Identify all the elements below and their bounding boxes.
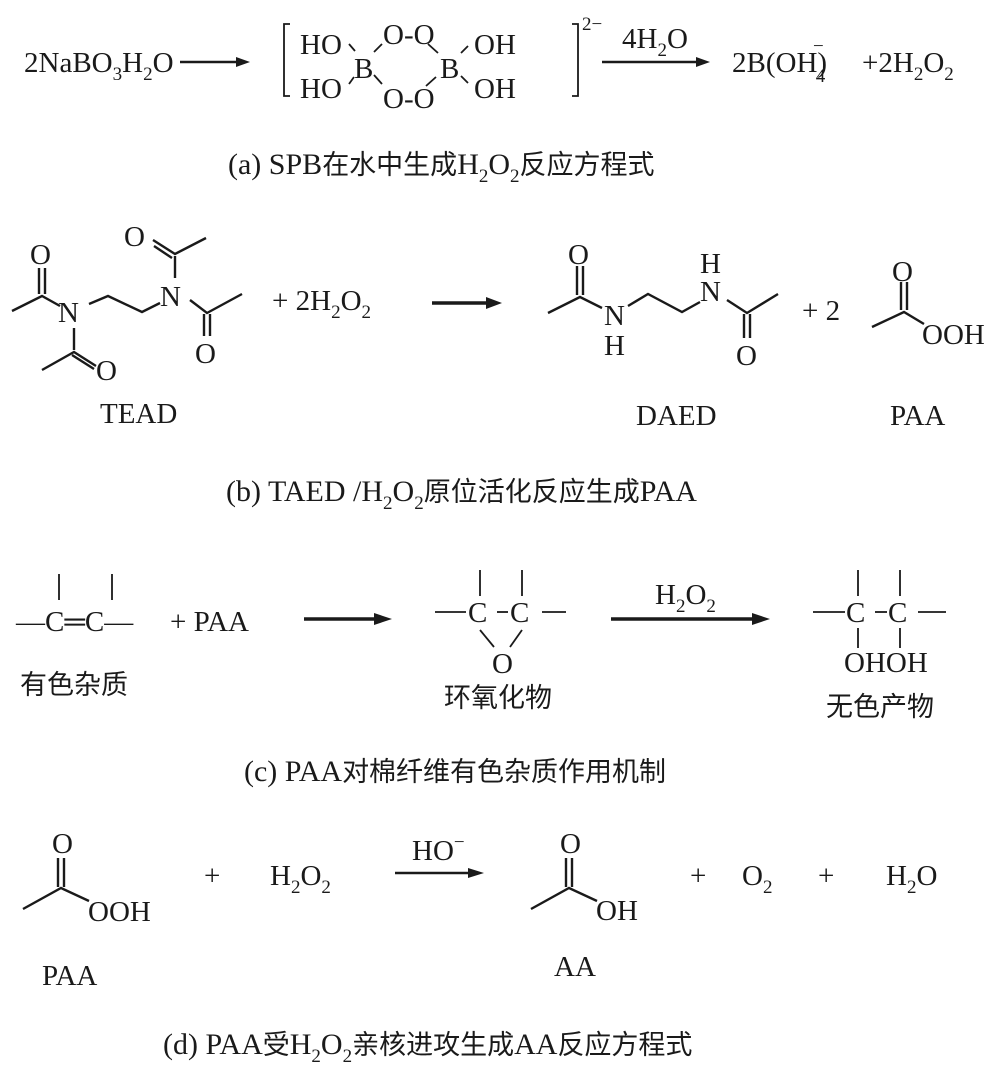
hydroxyl-label: HO xyxy=(300,73,342,105)
oxygen-molecule: O2 xyxy=(742,860,772,898)
hydroxyl-label: OH xyxy=(474,73,516,105)
plus-hydrogen-peroxide: + 2H2O2 xyxy=(272,285,371,323)
daed-structure: O N H N H O DAED xyxy=(547,239,779,432)
paa-structure-d: O OOH PAA xyxy=(22,828,151,992)
hydroxide-catalyst: HO− xyxy=(412,832,465,867)
plus-sign: + xyxy=(690,860,706,892)
reaction-arrow-b xyxy=(432,297,502,309)
product-hydrogen-peroxide: +2H2O2 xyxy=(862,47,954,85)
panel-a: 2NaBO3H2O HO HO B O-O O-O B OH OH 2− xyxy=(24,14,954,187)
aa-structure: O OH AA xyxy=(530,828,638,983)
peroxo-bridge: O-O xyxy=(383,19,435,51)
peroxy-acid-group: OOH xyxy=(922,319,985,351)
oxygen-atom: O xyxy=(124,221,145,253)
boron-atom: B xyxy=(440,53,459,85)
carbon-atom: C xyxy=(510,597,529,629)
hydroxyl-label: HO xyxy=(300,29,342,61)
oxygen-atom: O xyxy=(52,828,73,860)
carbon-atom: C xyxy=(468,597,487,629)
paa-label: PAA xyxy=(890,400,945,432)
aa-label: AA xyxy=(554,951,596,983)
carboxyl-hydroxyl: OH xyxy=(596,895,638,927)
plus-coefficient: + 2 xyxy=(802,295,840,327)
plus-paa: + PAA xyxy=(170,606,249,638)
hydroxyl-label: OH xyxy=(474,29,516,61)
carbon-atom: C xyxy=(846,597,865,629)
boron-atom: B xyxy=(354,53,373,85)
nitrogen-atom: N xyxy=(604,300,625,332)
nitrogen-atom: N xyxy=(160,281,181,313)
reaction-arrow-a1 xyxy=(180,57,250,67)
epoxide-structure: C C O 环氧化物 xyxy=(435,570,566,714)
oxygen-atom: O xyxy=(195,338,216,370)
panel-d: O OOH PAA + H2O2 HO− O OH AA + O2 + H2O … xyxy=(22,828,937,1067)
reaction-arrow-c1 xyxy=(304,613,392,625)
oxygen-atom: O xyxy=(492,648,513,680)
charge-label: 2− xyxy=(582,14,602,35)
plus-sign: + xyxy=(204,860,220,892)
peroxo-bridge: O-O xyxy=(383,83,435,115)
oxygen-atom: O xyxy=(30,239,51,271)
paa-structure-b: O OOH PAA xyxy=(871,256,985,432)
caption-a: (a) SPB在水中生成H2O2反应方程式 xyxy=(228,148,655,187)
oxygen-atom: O xyxy=(568,239,589,271)
right-bracket xyxy=(572,23,579,97)
reactant-sodium-perborate: 2NaBO3H2O xyxy=(24,47,174,85)
tead-structure: O N O N O O TEAD xyxy=(11,221,243,430)
caption-c: (c) PAA对棉纤维有色杂质作用机制 xyxy=(244,755,666,788)
panel-b: O N O N O O TEAD + 2H2O2 xyxy=(11,221,985,514)
reagent-hydrogen-peroxide: H2O2 xyxy=(655,579,716,617)
reaction-arrow-c2 xyxy=(611,613,770,625)
product-borate: 2B(OH)−4 xyxy=(732,36,827,87)
caption-b: (b) TAED /H2O2原位活化反应生成PAA xyxy=(226,475,697,514)
hydrogen-atom: H xyxy=(604,330,625,362)
carbon-atom: C xyxy=(888,597,907,629)
water-molecule: H2O xyxy=(886,860,937,898)
plus-sign: + xyxy=(818,860,834,892)
alkene-formula: —C═C— xyxy=(15,606,134,638)
nitrogen-atom: N xyxy=(58,297,79,329)
caption-d: (d) PAA受H2O2亲核进攻生成AA反应方程式 xyxy=(163,1028,692,1067)
diol-hydroxyls: OHOH xyxy=(844,647,928,679)
nitrogen-atom: N xyxy=(700,276,721,308)
colored-impurity-label: 有色杂质 xyxy=(20,670,128,701)
reagent-water: 4H2O xyxy=(622,23,688,61)
paa-label: PAA xyxy=(42,960,97,992)
reaction-arrow-a2 xyxy=(602,57,710,67)
perborate-dimer-anion: HO HO B O-O O-O B OH OH 2− xyxy=(283,14,602,115)
peroxy-acid-group: OOH xyxy=(88,896,151,928)
colorless-product-label: 无色产物 xyxy=(826,692,934,723)
reaction-arrow-d xyxy=(395,868,484,878)
epoxide-label: 环氧化物 xyxy=(444,683,552,714)
daed-label: DAED xyxy=(636,400,717,432)
oxygen-atom: O xyxy=(736,340,757,372)
left-bracket xyxy=(283,23,290,97)
panel-c: —C═C— 有色杂质 + PAA C C O 环氧化物 H2O2 xyxy=(15,570,946,788)
tead-label: TEAD xyxy=(100,398,177,430)
oxygen-atom: O xyxy=(96,355,117,387)
diol-structure: C C OHOH 无色产物 xyxy=(813,570,946,723)
hydrogen-atom: H xyxy=(700,248,721,280)
oxygen-atom: O xyxy=(892,256,913,288)
alkene-structure: —C═C— 有色杂质 xyxy=(15,574,134,701)
hydrogen-peroxide: H2O2 xyxy=(270,860,331,898)
oxygen-atom: O xyxy=(560,828,581,860)
